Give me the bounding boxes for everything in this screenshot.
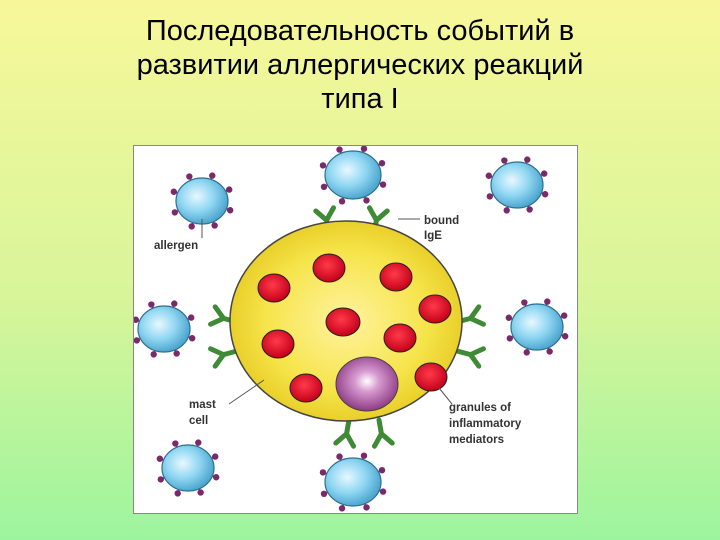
ige-antibody (333, 417, 357, 449)
diagram-svg: allergen bound IgE mast cell granules of… (134, 146, 569, 512)
mast-cell-leader (228, 379, 265, 405)
allergen-cell (156, 439, 220, 497)
title-line-1: Последовательность событий в (145, 15, 575, 47)
granules-leader (438, 387, 453, 405)
label-mast-cell-1: mast (189, 399, 216, 411)
allergen-cell (485, 156, 549, 214)
granule (383, 323, 417, 353)
granule (325, 307, 361, 337)
allergy-diagram: allergen bound IgE mast cell granules of… (133, 145, 578, 514)
mast-cell-nucleus (335, 356, 399, 412)
ige-antibody (208, 346, 240, 369)
allergen-cells (134, 146, 569, 512)
allergen-cell (505, 298, 569, 356)
label-granules-1: granules of (449, 402, 511, 414)
allergen-cell (319, 146, 387, 205)
bound-ige-antibodies (208, 205, 486, 449)
label-granules-3: mediators (449, 434, 504, 446)
granule (289, 373, 323, 403)
granule (379, 262, 413, 292)
allergen-cell (319, 452, 387, 512)
label-mast-cell-2: cell (189, 415, 208, 427)
granule (418, 294, 452, 324)
granule (257, 273, 291, 303)
granule (414, 362, 448, 392)
granule (261, 329, 295, 359)
label-allergen: allergen (154, 240, 198, 252)
slide-title: Последовательность событий в развитии ал… (40, 14, 680, 116)
ige-antibody (454, 346, 486, 369)
label-granules-2: inflammatory (449, 418, 522, 430)
leader-lines (201, 218, 453, 405)
label-bound-ige-2: IgE (424, 230, 442, 242)
title-line-2: развитии аллергических реакций (136, 49, 584, 81)
granule (312, 253, 346, 283)
ige-antibody (371, 417, 395, 449)
allergen-cell (170, 172, 234, 230)
granules (257, 253, 452, 403)
label-bound-ige-1: bound (424, 215, 459, 227)
allergen-cell (134, 300, 196, 358)
title-line-3: типа I (321, 83, 399, 115)
